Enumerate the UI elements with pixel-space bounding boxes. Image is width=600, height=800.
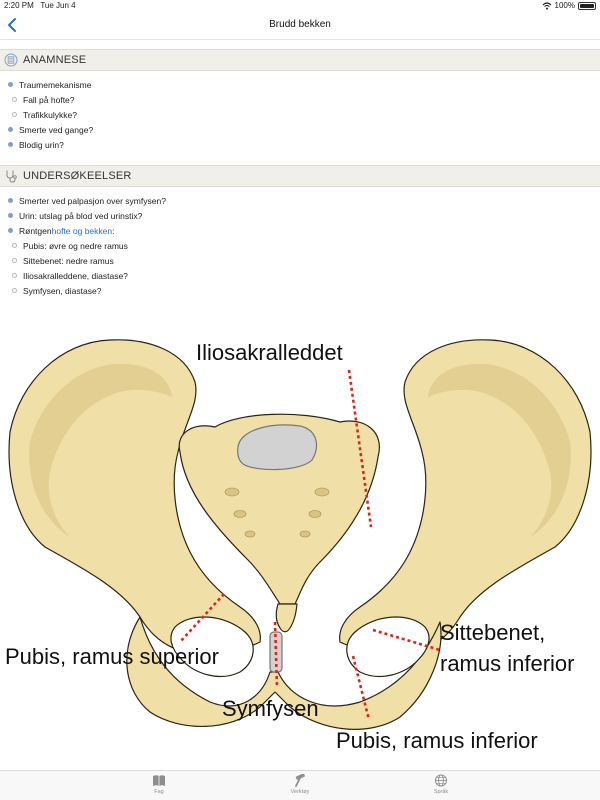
label-sittebenet-line2: ramus inferior [440, 651, 575, 676]
bullet-icon [12, 288, 17, 293]
list-item[interactable]: Sittebenet: nedre ramus [0, 253, 600, 268]
fracture-line-pubis-inferior [351, 655, 371, 721]
list-item[interactable]: Røntgen hofte og bekken: [0, 223, 600, 238]
battery-icon [578, 1, 596, 10]
fracture-line-iliosacral [347, 369, 373, 528]
sacrum [178, 413, 380, 605]
pelvis-illustration: Iliosakralleddet Pubis, ramus superior S… [0, 322, 600, 770]
list-item-text: Smerter ved palpasjon over symfysen? [19, 195, 166, 206]
fracture-lines [179, 369, 441, 721]
bullet-icon [12, 273, 17, 278]
hammer-icon [295, 774, 305, 787]
globe-icon [434, 774, 448, 787]
pubic-arch [126, 616, 442, 730]
fracture-line-pubis-superior [179, 593, 225, 643]
list-item-text: Smerte ved gange? [19, 124, 94, 135]
list-item-text: Urin: utslag på blod ved urinstix? [19, 210, 143, 221]
list-item[interactable]: Iliosakralleddene, diastase? [0, 268, 600, 283]
section-header-anamnese: ANAMNESE [0, 49, 600, 71]
xray-link[interactable]: hofte og bekken [51, 225, 113, 236]
label-iliosakralleddet: Iliosakralleddet [196, 340, 343, 365]
label-symfysen: Symfysen [222, 696, 319, 721]
list-item-text: Røntgen [19, 225, 52, 236]
list-item-text: Sittebenet: nedre ramus [23, 255, 114, 266]
list-item[interactable]: Traumemekanisme [0, 77, 600, 92]
tab-sprak[interactable]: Språk [411, 774, 471, 795]
bullet-icon [12, 112, 17, 117]
list-item[interactable]: Smerter ved palpasjon over symfysen? [0, 193, 600, 208]
list-item-text: Traumemekanisme [19, 79, 92, 90]
document-icon [4, 53, 18, 67]
tab-label: Språk [433, 789, 449, 795]
bullet-icon [8, 198, 13, 203]
label-pubis-ramus-superior: Pubis, ramus superior [5, 644, 219, 669]
bullet-icon [12, 243, 17, 248]
section-title: UNDERSØKEELSER [23, 170, 132, 182]
sacral-disc [237, 424, 318, 471]
navigation-bar: Brudd bekken [0, 12, 600, 40]
bullet-icon [12, 258, 17, 263]
status-time: 2:20 PM Tue Jun 4 [4, 1, 76, 10]
coccyx [275, 603, 298, 633]
tab-label: Fag [154, 789, 164, 795]
status-right: 100% [542, 1, 596, 10]
list-item[interactable]: Blodig urin? [0, 137, 600, 152]
tab-verktoy[interactable]: Verktøy [270, 774, 330, 795]
book-icon [153, 775, 165, 786]
battery-percent: 100% [554, 1, 575, 10]
list-item[interactable]: Fall på hofte? [0, 92, 600, 107]
list-item[interactable]: Smerte ved gange? [0, 122, 600, 137]
list-item[interactable]: Symfysen, diastase? [0, 283, 600, 298]
chevron-left-icon[interactable] [4, 16, 22, 34]
bullet-icon [12, 97, 17, 102]
anamnese-list: Traumemekanisme Fall på hofte? Trafikkul… [0, 77, 600, 152]
tab-label: Verktøy [290, 789, 310, 795]
stethoscope-icon [6, 170, 17, 183]
list-item-text: Trafikkulykke? [23, 109, 78, 120]
list-item-text: Pubis: øvre og nedre ramus [23, 240, 128, 251]
list-item-text: Blodig urin? [19, 139, 64, 150]
list-item-text: Fall på hofte? [23, 94, 75, 105]
status-bar: 2:20 PM Tue Jun 4 100% [0, 0, 600, 12]
list-item[interactable]: Urin: utslag på blod ved urinstix? [0, 208, 600, 223]
bullet-icon [8, 82, 13, 87]
status-clock: 2:20 PM [4, 1, 34, 10]
bullet-icon [8, 127, 13, 132]
list-item-text: Iliosakralleddene, diastase? [23, 270, 128, 281]
tab-fag[interactable]: Fag [129, 774, 189, 795]
bullet-icon [8, 228, 13, 233]
page-title: Brudd bekken [269, 19, 331, 30]
label-sittebenet-line1: Sittebenet, [440, 620, 546, 645]
list-item-text: : [112, 225, 115, 236]
section-title: ANAMNESE [23, 54, 87, 66]
undersokelser-list: Smerter ved palpasjon over symfysen? Uri… [0, 193, 600, 298]
tab-bar: Fag Verktøy Språk [0, 770, 600, 800]
wifi-icon [542, 1, 551, 10]
bullet-icon [8, 142, 13, 147]
status-date: Tue Jun 4 [40, 1, 76, 10]
list-item[interactable]: Trafikkulykke? [0, 107, 600, 122]
pelvis-drawing [8, 339, 592, 730]
label-pubis-ramus-inferior: Pubis, ramus inferior [336, 728, 538, 753]
section-header-undersokelser: UNDERSØKEELSER [0, 165, 600, 187]
bullet-icon [8, 213, 13, 218]
fracture-line-symfysen [273, 621, 279, 688]
list-item[interactable]: Pubis: øvre og nedre ramus [0, 238, 600, 253]
list-item-text: Symfysen, diastase? [23, 285, 102, 296]
